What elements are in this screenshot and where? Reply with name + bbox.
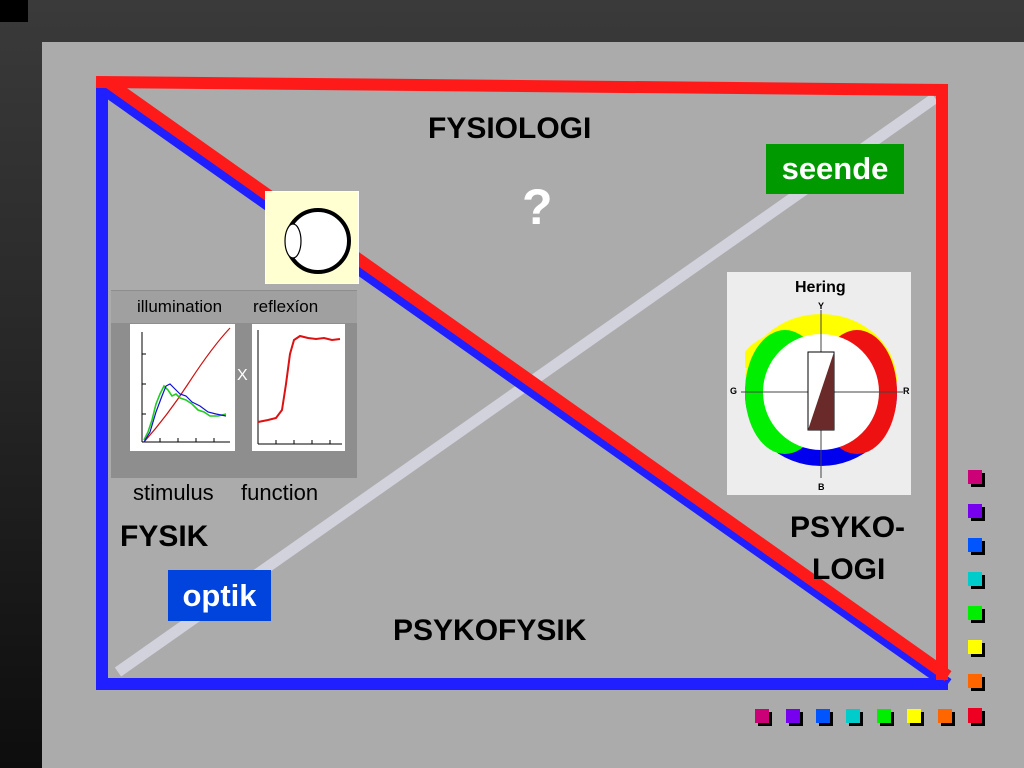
graph-header-strip bbox=[111, 291, 357, 323]
illumination-plot bbox=[130, 324, 235, 451]
hering-g-label: G bbox=[730, 386, 738, 396]
hering-b-label: B bbox=[818, 482, 825, 492]
nav-square-bottom-6[interactable] bbox=[907, 709, 921, 723]
nav-square-right-1[interactable] bbox=[968, 470, 982, 484]
psykofysik-label: PSYKOFYSIK bbox=[393, 614, 587, 647]
nav-square-right-3[interactable] bbox=[968, 538, 982, 552]
nav-square-bottom-8[interactable] bbox=[968, 709, 982, 723]
hering-color-circle bbox=[741, 310, 903, 478]
nav-square-bottom-7[interactable] bbox=[938, 709, 952, 723]
fysiologi-label: FYSIOLOGI bbox=[428, 112, 592, 145]
red-top-line bbox=[95, 76, 949, 96]
seende-tag: seende bbox=[766, 144, 904, 194]
psykologi-label-line1: PSYKO- bbox=[790, 511, 906, 544]
eye-illustration bbox=[265, 191, 359, 284]
nav-square-bottom-5[interactable] bbox=[877, 709, 891, 723]
question-mark: ? bbox=[522, 179, 553, 235]
eye-icon bbox=[284, 208, 351, 274]
nav-square-right-4[interactable] bbox=[968, 572, 982, 586]
nav-square-right-6[interactable] bbox=[968, 640, 982, 654]
corner-block bbox=[0, 0, 28, 22]
nav-square-right-2[interactable] bbox=[968, 504, 982, 518]
nav-square-bottom-2[interactable] bbox=[786, 709, 800, 723]
stimulus-label: stimulus bbox=[133, 480, 214, 505]
reflexion-label: reflexíon bbox=[253, 297, 319, 316]
nav-square-bottom-1[interactable] bbox=[755, 709, 769, 723]
nav-square-right-5[interactable] bbox=[968, 606, 982, 620]
nav-square-right-7[interactable] bbox=[968, 674, 982, 688]
hering-y-label: Y bbox=[818, 301, 825, 311]
nav-square-bottom-4[interactable] bbox=[846, 709, 860, 723]
hering-r-label: R bbox=[903, 386, 910, 396]
optik-tag: optik bbox=[168, 570, 271, 621]
function-label: function bbox=[241, 480, 319, 505]
red-diagonal-line bbox=[104, 77, 952, 681]
nav-square-bottom-3[interactable] bbox=[816, 709, 830, 723]
illumination-label: illumination bbox=[137, 297, 223, 316]
hering-diagram: Hering Y G R B bbox=[727, 272, 911, 495]
fysik-label: FYSIK bbox=[120, 520, 209, 553]
reflexion-plot bbox=[252, 324, 345, 451]
hering-title: Hering bbox=[795, 279, 846, 296]
psykologi-label-line2: LOGI bbox=[812, 553, 886, 586]
blue-diagonal-line bbox=[98, 83, 952, 689]
multiply-sign: X bbox=[237, 367, 248, 384]
